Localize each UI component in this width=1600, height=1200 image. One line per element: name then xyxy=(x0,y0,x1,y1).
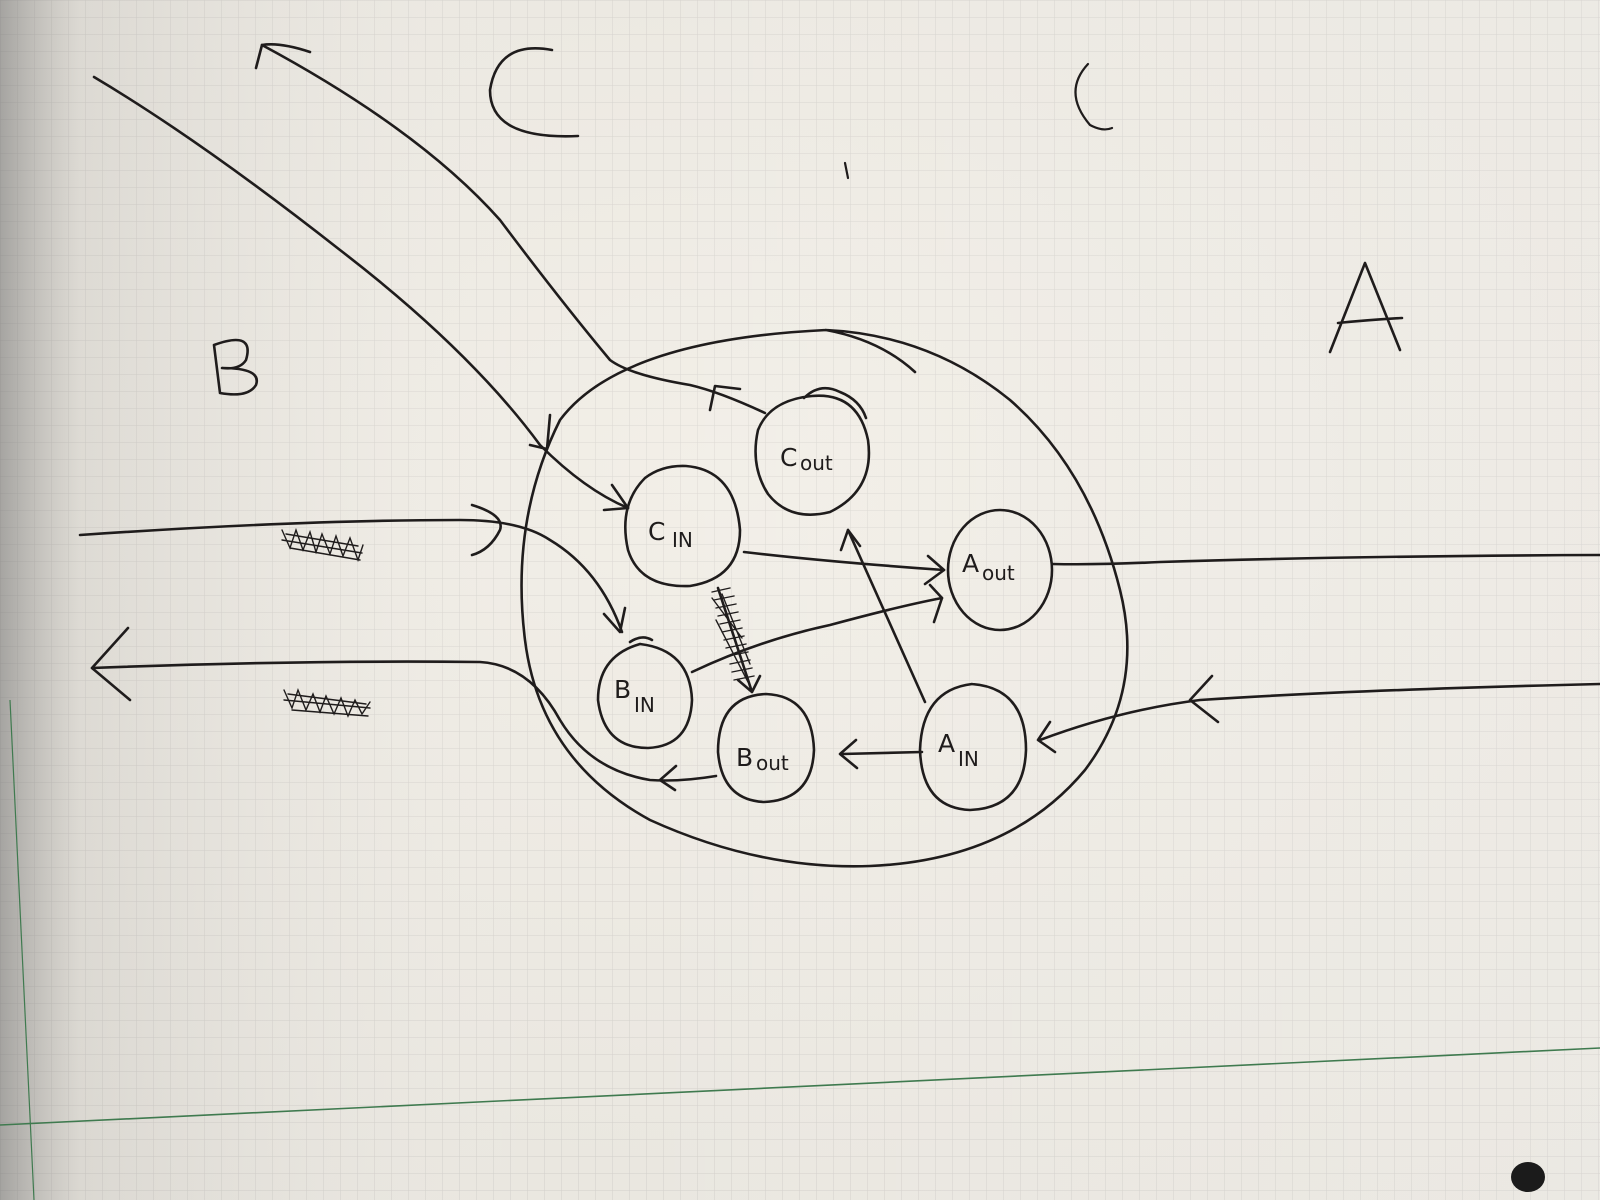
node-c-in: C IN xyxy=(624,464,742,588)
node-b-in: B IN xyxy=(596,636,694,750)
node-b-out-sub: out xyxy=(756,751,789,775)
node-c-in-sub: IN xyxy=(672,528,693,552)
region-label-a: A xyxy=(1328,261,1404,354)
node-a-in-main: A xyxy=(938,729,955,758)
link-c-in-to-b-out-struck xyxy=(716,586,762,694)
arrowhead-a-in-node xyxy=(1036,720,1057,754)
node-c-in-circle xyxy=(624,464,742,588)
arrowhead-c-in-enter xyxy=(528,413,552,451)
node-b-in-sub: IN xyxy=(634,693,655,717)
arrowhead-a-in-enter xyxy=(1188,674,1220,724)
node-a-in-circle xyxy=(918,682,1028,812)
arrowhead-b-in-to-a-out xyxy=(928,583,944,624)
route-b-in-external xyxy=(78,518,624,634)
node-a-out-main: A xyxy=(962,549,979,578)
region-label-b: B xyxy=(212,338,259,396)
margin-line-bottom xyxy=(0,1047,1600,1126)
node-c-in-main: C xyxy=(648,517,665,546)
region-b-stroke xyxy=(212,338,259,396)
node-b-in-circle xyxy=(596,636,694,750)
link-c-in-to-a-out xyxy=(742,550,946,572)
scribbled-out-label-2 xyxy=(283,687,371,718)
punch-hole xyxy=(1511,1162,1545,1192)
route-a-out-external xyxy=(1050,553,1600,566)
route-c-in-external xyxy=(92,75,630,510)
node-a-out-circle xyxy=(946,508,1054,632)
scribbled-out-label-1 xyxy=(281,527,364,563)
stray-arc-mark xyxy=(1074,62,1114,131)
arrowhead-a-in-to-c-out xyxy=(839,528,862,552)
node-c-out-sub: out xyxy=(800,451,833,475)
region-label-c: C xyxy=(488,47,580,138)
route-a-in-external xyxy=(1038,682,1600,742)
junction-boundary xyxy=(520,328,1129,868)
node-b-out-main: B xyxy=(736,743,753,772)
arrowhead-c-out-leave xyxy=(708,384,742,412)
route-b-out-external xyxy=(90,660,718,782)
stray-tick-mark xyxy=(843,161,850,180)
node-a-in: A IN xyxy=(918,682,1028,812)
margin-line-left xyxy=(9,699,35,1200)
node-c-out-circle xyxy=(754,386,871,516)
node-a-out-sub: out xyxy=(982,561,1015,585)
arrowhead-b-out-external xyxy=(90,626,132,702)
arrowhead-b-in-enter xyxy=(470,503,502,557)
arrowhead-b-in-node xyxy=(602,606,627,634)
link-a-in-to-c-out xyxy=(846,528,927,704)
node-c-out-main: C xyxy=(780,443,797,472)
node-a-in-sub: IN xyxy=(958,747,979,771)
node-a-out: A out xyxy=(946,508,1054,632)
node-b-out: B out xyxy=(716,692,816,804)
route-c-out-external xyxy=(260,43,767,415)
node-b-out-circle xyxy=(716,692,816,804)
arrowhead-c-out-external xyxy=(254,43,312,70)
node-b-in-main: B xyxy=(614,675,631,704)
region-a-stroke xyxy=(1328,261,1404,354)
strikeout-hatching xyxy=(711,587,755,683)
region-c-stroke xyxy=(488,47,580,138)
arrowhead-a-in-to-b-out xyxy=(838,738,859,770)
node-c-out: C out xyxy=(754,386,871,516)
link-a-in-to-b-out xyxy=(840,750,924,756)
arrowhead-c-in-to-a-out xyxy=(923,554,946,586)
arrowhead-b-out-leave xyxy=(658,764,678,792)
